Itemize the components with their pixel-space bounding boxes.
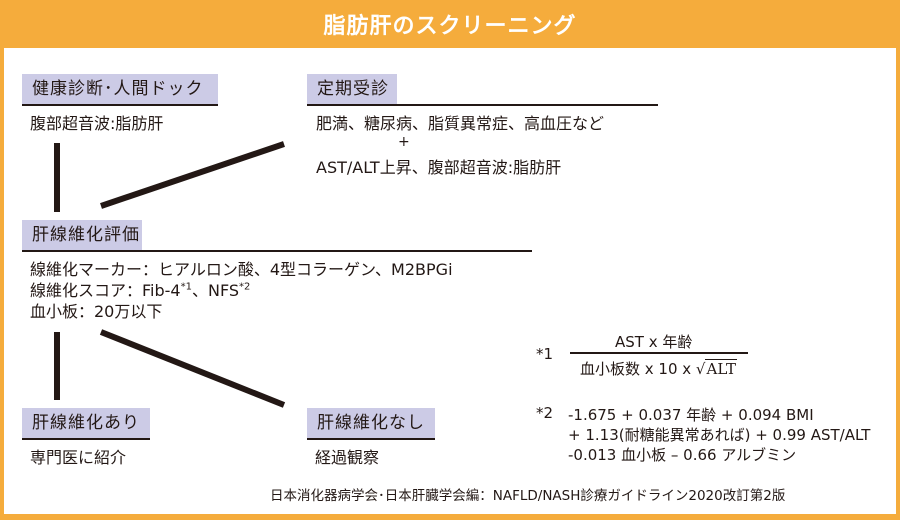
- fibrosis-score-mid: 、NFS: [191, 281, 240, 300]
- node-fibrosis-yes-label: 肝線維化あり: [22, 408, 150, 438]
- node-fibrosis-yes-rule: [22, 438, 150, 440]
- formula-fib4-fraction-bar: [570, 352, 748, 354]
- node-fibrosis-no-text: 経過観察: [315, 448, 380, 467]
- node-regular-visit-line-2: AST/ALT上昇、腹部超音波:脂肪肝: [316, 158, 562, 177]
- footnote-ref-1: *1: [180, 281, 192, 293]
- formula-fib4-denominator-prefix: 血小板数 x 10 x: [580, 360, 696, 378]
- node-fibrosis-yes-text: 専門医に紹介: [30, 448, 127, 467]
- formula-nfs-line-1: -1.675 + 0.037 年齢 + 0.094 BMI: [568, 406, 814, 424]
- formula-fib4-denominator: 血小板数 x 10 x √ALT: [580, 358, 738, 379]
- node-fibrosis-eval-rule: [22, 250, 532, 252]
- connector-regular-to-eval: [100, 141, 285, 209]
- node-regular-visit-plus: +: [398, 134, 410, 150]
- sqrt-icon: √: [695, 360, 706, 378]
- node-health-check-label: 健康診断･人間ドック: [22, 74, 218, 104]
- formula-nfs-line-2: + 1.13(耐糖能異常あれば) + 0.99 AST/ALT: [568, 426, 871, 444]
- fibrosis-score-line: 線維化スコア：Fib-4*1、NFS*2: [30, 277, 250, 301]
- formula-nfs-line-3: -0.013 血小板 – 0.66 アルブミン: [568, 446, 797, 464]
- formula-fib4-marker: *1: [536, 345, 554, 363]
- source-credit: 日本消化器病学会･日本肝臓学会編：NAFLD/NASH診療ガイドライン2020改…: [270, 488, 786, 504]
- node-regular-visit-line-1: 肥満、糖尿病、脂質異常症、高血圧など: [316, 114, 605, 133]
- formula-nfs-marker: *2: [536, 404, 554, 422]
- diagram-title: 脂肪肝のスクリーニング: [323, 14, 577, 39]
- node-health-check-rule: [22, 104, 218, 106]
- formula-fib4-sqrt-term: ALT: [705, 359, 738, 378]
- formula-fib4-numerator: AST x 年齢: [615, 333, 693, 351]
- flow-connectors: [54, 141, 286, 408]
- diagram-panel: 健康診断･人間ドック 腹部超音波:脂肪肝 定期受診 肥満、糖尿病、脂質異常症、高…: [4, 48, 896, 514]
- connector-eval-to-no: [99, 329, 286, 408]
- node-regular-visit-rule: [307, 104, 658, 106]
- fibrosis-score-prefix: 線維化スコア：Fib-4: [30, 281, 181, 300]
- node-fibrosis-no-rule: [307, 438, 435, 440]
- fibrosis-marker-line: 線維化マーカー：ヒアルロン酸、4型コラーゲン、M2BPGi: [30, 260, 453, 279]
- platelet-line: 血小板：20万以下: [30, 302, 163, 321]
- node-fibrosis-no-label: 肝線維化なし: [307, 408, 435, 438]
- node-regular-visit-label: 定期受診: [307, 74, 397, 104]
- node-health-check-text: 腹部超音波:脂肪肝: [30, 114, 164, 133]
- footnote-ref-2: *2: [239, 281, 251, 293]
- node-fibrosis-eval-label: 肝線維化評価: [22, 220, 142, 250]
